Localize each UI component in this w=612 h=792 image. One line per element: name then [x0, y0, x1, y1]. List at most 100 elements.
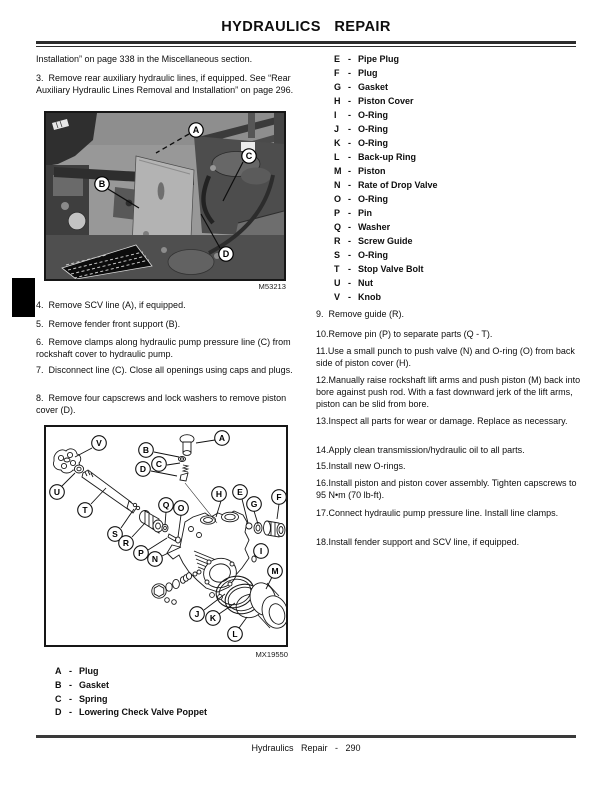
legend-key: S — [334, 250, 341, 260]
legend-row: I-O-Ring — [334, 108, 438, 122]
photo-callout-a: A — [193, 125, 200, 135]
legend-dash: - — [348, 124, 351, 134]
diagram-callout-o: O — [178, 503, 185, 513]
legend-row: Q-Washer — [334, 220, 438, 234]
step-paragraph-5: 5. Remove fender front support (B). — [36, 319, 181, 329]
diagram-callout-n: N — [152, 554, 158, 564]
legend-key: K — [334, 138, 341, 148]
legend-dash: - — [348, 278, 351, 288]
step-paragraph-7: 7. Disconnect line (C). Close all openin… — [36, 365, 293, 375]
legend-key: F — [334, 68, 340, 78]
diagram-callout-k: K — [210, 613, 217, 623]
legend-row: K-O-Ring — [334, 136, 438, 150]
step-paragraph-15: 15.Install new O-rings. — [316, 461, 406, 471]
diagram-callout-g: G — [251, 499, 258, 509]
legend-row: H-Piston Cover — [334, 94, 438, 108]
legend-key: B — [55, 679, 62, 690]
header-rule — [36, 41, 576, 47]
legend-dash: - — [348, 96, 351, 106]
legend-row: S-O-Ring — [334, 248, 438, 262]
legend-row: N-Rate of Drop Valve — [334, 178, 438, 192]
legend-dash: - — [348, 264, 351, 274]
legend-label: Plug — [79, 666, 99, 676]
print-bleed-tab — [12, 278, 35, 317]
diagram-callout-u: U — [54, 487, 60, 497]
legend-label: O-Ring — [358, 110, 388, 120]
exploded-diagram-figure: V A B C D U T S R Q O P N H E G F — [44, 425, 288, 647]
diagram-callout-r: R — [123, 538, 129, 548]
legend-row: U-Nut — [334, 276, 438, 290]
legend-row: A-Plug — [55, 665, 207, 679]
diagram-caption: MX19550 — [44, 650, 288, 659]
legend-key: U — [334, 278, 341, 288]
diagram-callout-l: L — [232, 629, 237, 639]
step-paragraph-18: 18.Install fender support and SCV line, … — [316, 537, 520, 547]
diagram-legend: A-Plug B-Gasket C-Spring D-Lowering Chec… — [55, 665, 207, 720]
legend-label: Pin — [358, 208, 373, 218]
footer-rule — [36, 735, 576, 738]
page-title: HYDRAULICS REPAIR — [221, 19, 391, 35]
legend-row: V-Knob — [334, 290, 438, 304]
legend-row: R-Screw Guide — [334, 234, 438, 248]
legend-key: P — [334, 208, 341, 218]
diagram-callout-b: B — [143, 445, 149, 455]
legend-dash: - — [348, 82, 351, 92]
diagram-callout-q: Q — [163, 500, 170, 510]
diagram-callout-t: T — [82, 505, 88, 515]
legend-dash: - — [348, 292, 351, 302]
legend-dash: - — [348, 250, 351, 260]
diagram-callout-i: I — [260, 546, 262, 556]
legend-label: O-Ring — [358, 138, 388, 148]
legend-dash: - — [69, 707, 72, 718]
legend-dash: - — [348, 152, 351, 162]
legend-label: Spring — [79, 693, 108, 704]
legend-label: Nut — [358, 278, 373, 288]
diagram-callout-f: F — [276, 492, 281, 502]
step-paragraph-8: 8. Remove four capscrews and lock washer… — [36, 393, 289, 415]
legend-label: O-Ring — [358, 124, 388, 134]
parts-legend: E-Pipe Plug F-Plug G-Gasket H-Piston Cov… — [334, 52, 438, 304]
legend-dash: - — [348, 166, 351, 176]
step-paragraph-16: 16.Install piston and piston cover assem… — [316, 478, 579, 500]
legend-key: M — [334, 166, 342, 176]
legend-label: Gasket — [358, 82, 389, 92]
step-paragraph-4: 4. Remove SCV line (A), if equipped. — [36, 300, 186, 310]
legend-label: Stop Valve Bolt — [358, 264, 424, 274]
photo-caption-text: M53213 — [258, 282, 286, 291]
legend-key: H — [334, 96, 341, 106]
legend-dash: - — [348, 180, 351, 190]
step-paragraph-3: 3. Remove rear auxiliary hydraulic lines… — [36, 73, 294, 95]
page-footer: Hydraulics Repair - 290 — [0, 743, 612, 753]
diagram-callout-d: D — [140, 464, 146, 474]
legend-row: L-Back-up Ring — [334, 150, 438, 164]
legend-label: Gasket — [79, 679, 110, 690]
diagram-callout-s: S — [112, 529, 118, 539]
diagram-callout-j: J — [195, 609, 200, 619]
step-paragraph-13: 13.Inspect all parts for wear or damage.… — [316, 416, 568, 426]
exploded-diagram-drawing: V A B C D U T S R Q O P N H E G F — [46, 427, 286, 645]
legend-label: Pipe Plug — [358, 54, 400, 64]
legend-dash: - — [348, 194, 351, 204]
diagram-callout-v: V — [96, 438, 102, 448]
legend-key: Q — [334, 222, 342, 232]
legend-key: O — [334, 194, 342, 204]
step-paragraph-14: 14.Apply clean transmission/hydraulic oi… — [316, 445, 525, 455]
step-paragraph-11: 11.Use a small punch to push valve (N) a… — [316, 346, 578, 368]
legend-dash: - — [348, 68, 351, 78]
photo-callout-b: B — [99, 179, 106, 189]
legend-key: G — [334, 82, 342, 92]
legend-label: Piston Cover — [358, 96, 414, 106]
legend-row: J-O-Ring — [334, 122, 438, 136]
legend-label: Knob — [358, 292, 381, 302]
legend-row: D-Lowering Check Valve Poppet — [55, 706, 207, 720]
legend-row: E-Pipe Plug — [334, 52, 438, 66]
photo-caption: M53213 — [44, 282, 286, 291]
legend-dash: - — [348, 138, 351, 148]
legend-dash: - — [69, 666, 72, 676]
legend-key: A — [55, 666, 62, 676]
legend-row: F-Plug — [334, 66, 438, 80]
diagram-callout-p: P — [138, 548, 144, 558]
photo-callout-d: D — [223, 249, 230, 259]
legend-label: Lowering Check Valve Poppet — [79, 707, 208, 718]
